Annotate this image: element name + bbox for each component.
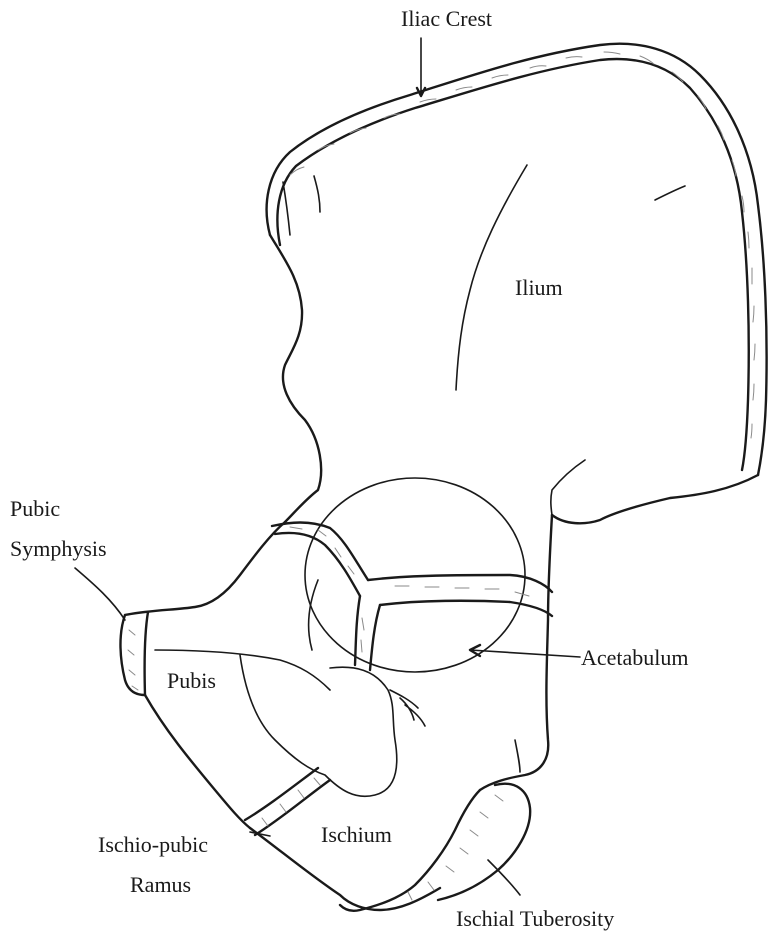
obturator-notch	[390, 690, 425, 726]
ilium-tick	[655, 186, 685, 200]
iliac-crest-outer-edge	[267, 44, 767, 475]
ischio-pubic-band-a	[245, 768, 318, 820]
label-acetabulum: Acetabulum	[581, 645, 689, 670]
triradiate-right-b	[380, 601, 552, 616]
pubic-symphysis-inner	[145, 612, 148, 695]
label-ischium: Ischium	[321, 822, 392, 847]
ilium-inner-line-1	[283, 182, 290, 235]
label-iliac-crest: Iliac Crest	[401, 6, 492, 31]
label-pubis: Pubis	[167, 668, 216, 693]
pubis-superior-border	[125, 522, 285, 615]
ilium-anterior-border	[552, 475, 758, 523]
label-ischio-pubic-line2: Ramus	[130, 872, 191, 897]
label-ilium: Ilium	[515, 275, 563, 300]
pubis-vertical-line	[309, 580, 318, 650]
triradiate-down-a	[355, 596, 360, 665]
tuberosity-inner	[438, 784, 530, 900]
iliac-crest-hatching	[290, 52, 755, 438]
ischium-inner-line	[515, 740, 520, 772]
inferior-pubic-ramus	[145, 695, 250, 828]
label-ischial-tuberosity: Ischial Tuberosity	[456, 906, 614, 931]
symphysis-hatching	[128, 630, 138, 690]
ilium-outline	[270, 165, 758, 523]
label-pubic-symphysis-line1: Pubic	[10, 496, 60, 521]
triradiate-upper-left-b	[275, 533, 360, 596]
ilium-posterior-border	[270, 235, 321, 522]
triradiate-down-b	[370, 605, 380, 670]
ischio-pubic-ramus-band	[245, 768, 330, 835]
label-pubic-symphysis-line2: Symphysis	[10, 536, 107, 561]
obturator-foramen	[240, 655, 397, 796]
tuberosity-hatching	[408, 795, 503, 900]
triradiate-cartilage	[272, 523, 552, 671]
iliac-crest-inner-edge	[277, 59, 748, 470]
pubic-symphysis-leader	[75, 568, 125, 620]
iliac-crest-band	[267, 38, 767, 475]
acetabulum-arrow-line	[470, 650, 580, 657]
ilium-lower-curve	[551, 460, 585, 515]
label-ischio-pubic-line1: Ischio-pubic	[98, 832, 208, 857]
ilium-inner-line-2	[314, 176, 320, 212]
pubic-symphysis-outer	[120, 615, 145, 695]
